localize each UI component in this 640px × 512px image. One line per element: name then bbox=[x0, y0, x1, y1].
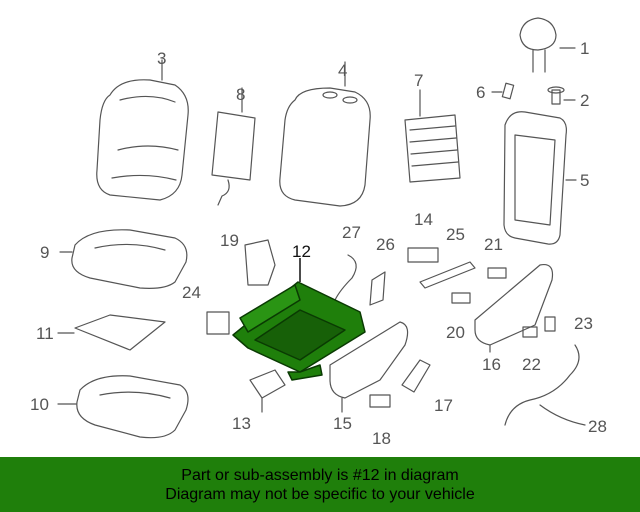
part-7-lumbar-support[interactable] bbox=[404, 89, 461, 183]
part-22-clip[interactable] bbox=[522, 326, 538, 338]
label-12: 12 bbox=[292, 242, 311, 261]
label-11: 11 bbox=[36, 324, 54, 343]
label-8: 8 bbox=[236, 85, 246, 104]
banner-line-1: Part or sub-assembly is #12 in diagram bbox=[181, 466, 459, 484]
label-2: 2 bbox=[580, 91, 590, 110]
part-14-bracket[interactable] bbox=[407, 247, 439, 263]
part-10-cushion-pad[interactable] bbox=[57, 375, 189, 439]
label-25: 25 bbox=[446, 225, 465, 244]
part-24-switch[interactable] bbox=[206, 311, 230, 335]
label-1: 1 bbox=[580, 39, 590, 58]
label-16: 16 bbox=[482, 355, 501, 374]
label-19: 19 bbox=[220, 231, 239, 250]
info-banner: Part or sub-assembly is #12 in diagram D… bbox=[0, 457, 640, 512]
part-8-heater-pad[interactable] bbox=[211, 87, 256, 206]
seat-parts-diagram bbox=[57, 17, 586, 439]
label-24: 24 bbox=[182, 283, 201, 302]
label-17: 17 bbox=[434, 396, 453, 415]
part-18-cap[interactable] bbox=[369, 394, 391, 408]
label-10: 10 bbox=[30, 395, 49, 414]
label-6: 6 bbox=[476, 83, 486, 102]
label-13: 13 bbox=[232, 414, 251, 433]
part-6-clip[interactable] bbox=[491, 82, 515, 100]
part-1-headrest[interactable] bbox=[519, 17, 576, 73]
label-14: 14 bbox=[414, 210, 433, 229]
label-23: 23 bbox=[574, 314, 593, 333]
part-2-guide[interactable] bbox=[547, 86, 576, 105]
part-4-seatback-pad[interactable] bbox=[279, 61, 371, 207]
label-4: 4 bbox=[338, 61, 348, 80]
banner-line-2: Diagram may not be specific to your vehi… bbox=[165, 485, 475, 503]
part-25-cover[interactable] bbox=[419, 261, 476, 289]
part-11-cushion-heater[interactable] bbox=[57, 314, 166, 351]
part-26-trim[interactable] bbox=[369, 271, 386, 306]
part-28-harness[interactable] bbox=[504, 344, 586, 426]
part-21-knob[interactable] bbox=[487, 267, 507, 279]
part-13-motor[interactable] bbox=[249, 369, 286, 413]
part-5-seatback-frame[interactable] bbox=[503, 111, 577, 245]
part-19-bracket[interactable] bbox=[244, 239, 276, 286]
part-16-side-shield[interactable] bbox=[474, 263, 554, 353]
label-26: 26 bbox=[376, 235, 395, 254]
label-5: 5 bbox=[580, 171, 590, 190]
label-15: 15 bbox=[333, 414, 352, 433]
label-3: 3 bbox=[157, 49, 167, 68]
part-3-seatback-cover[interactable] bbox=[96, 59, 189, 201]
label-21: 21 bbox=[484, 235, 503, 254]
part-23-clip[interactable] bbox=[544, 316, 556, 332]
part-12-seat-frame[interactable] bbox=[232, 258, 366, 381]
label-28: 28 bbox=[588, 417, 607, 436]
label-18: 18 bbox=[372, 429, 391, 448]
label-9: 9 bbox=[40, 243, 50, 262]
label-20: 20 bbox=[446, 323, 465, 342]
part-20-clip[interactable] bbox=[451, 292, 471, 304]
label-7: 7 bbox=[414, 71, 424, 90]
part-15-side-shield[interactable] bbox=[329, 321, 409, 413]
part-27-cable[interactable] bbox=[334, 254, 357, 301]
part-9-cushion-cover[interactable] bbox=[59, 229, 188, 289]
label-22: 22 bbox=[522, 355, 541, 374]
label-27: 27 bbox=[342, 223, 361, 242]
part-17-knob[interactable] bbox=[401, 359, 431, 393]
